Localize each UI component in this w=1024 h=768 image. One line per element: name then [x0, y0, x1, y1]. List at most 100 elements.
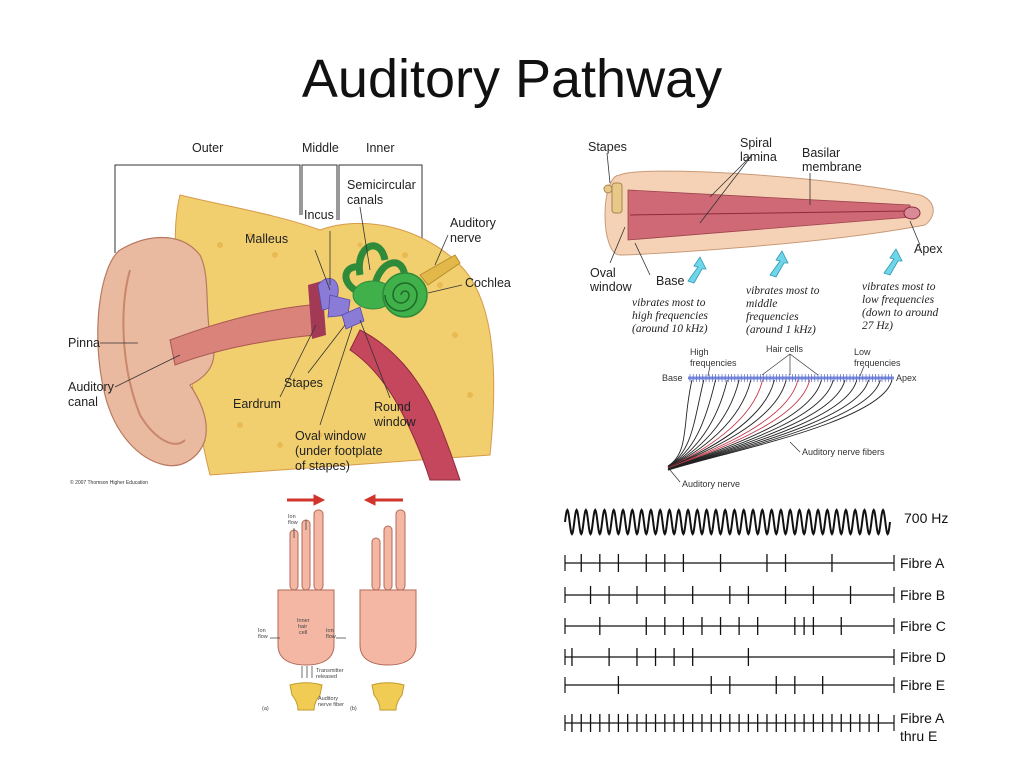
phase-locking-diagram: 700 Hz Fibre A Fibre B Fibre C Fibre D F… — [564, 508, 948, 744]
nerve-fiber — [667, 379, 693, 467]
cochlea-spiral — [384, 282, 418, 312]
nerve-fiber — [667, 379, 846, 470]
label-oval-window-2: (under footplate — [295, 444, 383, 458]
frequency-arrows — [687, 248, 903, 284]
label-ion-flow-right-2: flow — [326, 634, 336, 640]
label-stapes-cochlea: Stapes — [588, 140, 627, 154]
label-apex-cochlea: Apex — [914, 242, 943, 256]
label-pinna: Pinna — [68, 336, 100, 350]
label-semicircular: Semicircular — [347, 178, 416, 192]
nerve-fiber — [667, 379, 740, 468]
nerve-fiber — [667, 379, 705, 467]
eustachian-tube — [349, 329, 461, 481]
label-ion-flow-top-2: flow — [288, 520, 298, 526]
nerve-fiber — [667, 379, 858, 470]
hair-cell-a-nerve — [289, 682, 323, 711]
label-oval-2: window — [589, 280, 633, 294]
label-base-cochlea: Base — [656, 274, 685, 288]
pinna — [97, 236, 215, 467]
nerve-fiber — [667, 379, 799, 469]
label-oval-window-1: Oval window — [295, 429, 367, 443]
annotation-mid-line-4: (around 1 kHz) — [746, 324, 816, 336]
cochlea-leaders — [606, 152, 921, 276]
auditory-nerve-shape — [419, 254, 461, 286]
nerve-fiber — [667, 379, 822, 470]
label-spiral-1: Spiral — [740, 136, 772, 150]
section-brackets — [114, 164, 423, 255]
label-panel-b: (b) — [350, 706, 357, 712]
annotation-high: vibrates most to high frequencies (aroun… — [632, 297, 708, 335]
label-high-2: frequencies — [690, 358, 737, 368]
tone-label: 700 Hz — [904, 510, 948, 526]
hair-cell-map: High frequencies Hair cells Low frequenc… — [662, 344, 917, 489]
label-ion-flow-right-1: Ion — [326, 628, 334, 634]
label-inner-2: hair — [298, 624, 307, 630]
label-basilar-1: Basilar — [802, 146, 840, 160]
label-nerve-fibers: Auditory nerve fibers — [802, 447, 885, 457]
label-spiral-2: lamina — [740, 150, 777, 164]
annotation-low-line-2: low frequencies — [862, 294, 935, 306]
label-transmitter-1: Transmitter — [316, 668, 344, 674]
annotation-high-line-3: (around 10 kHz) — [632, 323, 708, 335]
annotation-mid-line-2: middle — [746, 298, 777, 310]
label-apex-map: Apex — [896, 373, 917, 383]
annotation-mid-line-1: vibrates most to — [746, 285, 820, 297]
apex-spot — [903, 206, 921, 220]
hair-cell-b-nerve — [371, 682, 405, 711]
deflection-arrow-left — [363, 494, 403, 506]
label-nerve-fiber-2: nerve fiber — [318, 702, 344, 708]
label-incus: Incus — [304, 208, 334, 222]
label-auditory-nerve-map: Auditory nerve — [682, 479, 740, 489]
ion-flow-arrows — [270, 520, 346, 678]
label-panel-a: (a) — [262, 706, 269, 712]
inner-hair-cell-figure: Ion flow Inner hair cell Ion flow Ion fl… — [258, 494, 417, 712]
cochlea-diagram: Stapes Spiral lamina Basilar membrane Ap… — [588, 136, 943, 336]
deflection-arrow-right — [287, 494, 326, 506]
spiral-lamina-line — [629, 210, 911, 216]
nerve-fiber — [667, 379, 881, 471]
stapes-shape — [611, 182, 623, 214]
label-inner-1: Inner — [297, 618, 310, 624]
label-oval-1: Oval — [590, 266, 616, 280]
annotation-high-line-2: high frequencies — [632, 310, 708, 322]
label-low-1: Low — [854, 347, 871, 357]
spike-trains — [564, 554, 895, 732]
tone-waveform — [564, 508, 891, 536]
label-basilar-2: membrane — [802, 160, 862, 174]
nerve-fiber — [667, 379, 787, 469]
label-oval-window-3: of stapes) — [295, 459, 350, 473]
label-round-window-2: window — [373, 415, 417, 429]
fibre-d-label: Fibre D — [900, 649, 946, 665]
annotation-mid-line-3: frequencies — [746, 311, 799, 323]
label-auditory-nerve-2: nerve — [450, 231, 481, 245]
nerve-fiber — [667, 379, 775, 469]
label-ion-flow-top-1: Ion — [288, 514, 296, 520]
hair-cell-ticks — [689, 374, 892, 382]
label-ion-flow-left-2: flow — [258, 634, 268, 640]
label-outer: Outer — [192, 141, 223, 155]
label-auditory-canal-1: Auditory — [68, 380, 115, 394]
fibre-a-label: Fibre A — [900, 555, 945, 571]
fibre-all-label-1: Fibre A — [900, 710, 945, 726]
label-malleus: Malleus — [245, 232, 288, 246]
fibre-e-label: Fibre E — [900, 677, 945, 693]
label-canals: canals — [347, 193, 383, 207]
stapes-head — [603, 184, 613, 194]
label-inner-3: cell — [299, 630, 307, 636]
nerve-fiber — [667, 379, 764, 468]
nerve-fiber — [667, 379, 752, 468]
label-stapes: Stapes — [284, 376, 323, 390]
copyright-note: © 2007 Thomson Higher Education — [70, 479, 148, 486]
map-leaders — [669, 353, 865, 483]
label-low-2: frequencies — [854, 358, 901, 368]
pinna-fold — [122, 269, 186, 445]
fibre-all-label-2: thru E — [900, 728, 937, 744]
label-eardrum: Eardrum — [233, 397, 281, 411]
nerve-fiber — [667, 379, 716, 467]
label-nerve-fiber-1: Auditory — [318, 696, 338, 702]
label-auditory-canal-2: canal — [68, 395, 98, 409]
hair-cell-a — [277, 509, 335, 666]
nerve-fiber — [667, 379, 728, 468]
label-ion-flow-left-1: Ion — [258, 628, 266, 634]
annotation-low-line-3: (down to around — [862, 307, 938, 319]
